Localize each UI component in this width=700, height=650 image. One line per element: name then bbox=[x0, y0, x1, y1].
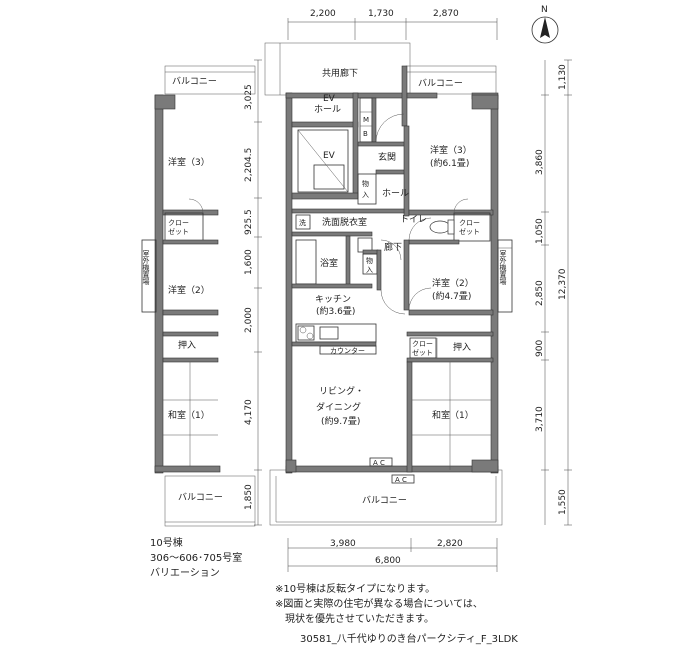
label-outdoor-unit: 室外機置場 bbox=[499, 249, 507, 286]
caption-line-1: 10号棟 bbox=[150, 538, 183, 549]
label-entrance: 玄関 bbox=[378, 151, 396, 163]
dim-bottom-2: 2,820 bbox=[437, 539, 463, 549]
variation-plan: バルコニー 洋室（3） クロー ゼット 室外機置場 洋室（2） 押入 和室（1）… bbox=[141, 65, 256, 527]
dim-right-2: 1,050 bbox=[535, 218, 545, 244]
label-toilet: トイレ bbox=[400, 215, 427, 225]
label-living-3: (約9.7畳) bbox=[321, 415, 360, 427]
room-labels: 共用廊下 EV ホール EV M B 玄関 物 入 ホール 洗 洗面脱衣室 トイ… bbox=[299, 67, 507, 506]
dim-right-outer-3: 1,550 bbox=[558, 489, 568, 515]
label-ev-hall-1: EV bbox=[323, 94, 336, 104]
var-label-balcony-top: バルコニー bbox=[172, 76, 217, 87]
label-washroom: 洗面脱衣室 bbox=[322, 216, 367, 228]
dimension-top: 2,200 1,730 2,870 bbox=[287, 9, 498, 40]
main-plan bbox=[264, 42, 513, 526]
dim-top-1: 2,200 bbox=[310, 9, 336, 19]
note-line-2: ※図面と実際の住宅が異なる場合については、 bbox=[275, 599, 483, 610]
label-mb-1: M bbox=[363, 116, 369, 124]
caption-line-3: バリエーション bbox=[150, 568, 220, 579]
label-ac-2: A C bbox=[395, 476, 407, 484]
label-storage-entry-1: 物 bbox=[362, 179, 369, 188]
var-label-room2: 洋室（2） bbox=[168, 284, 210, 296]
label-living-2: ダイニング bbox=[316, 401, 361, 413]
dim-right-5: 3,710 bbox=[535, 406, 545, 432]
label-ev: EV bbox=[323, 151, 336, 161]
label-living-1: リビング・ bbox=[319, 385, 364, 397]
dim-left-4: 1,600 bbox=[244, 249, 254, 275]
label-corridor2: 廊下 bbox=[384, 241, 402, 253]
label-kitchen: キッチン bbox=[315, 294, 351, 305]
compass-label: N bbox=[541, 5, 548, 15]
dim-left-6: 4,170 bbox=[244, 399, 254, 425]
label-ev-hall-2: ホール bbox=[314, 104, 341, 115]
label-wash-mark: 洗 bbox=[299, 218, 306, 227]
dim-right-1: 3,860 bbox=[535, 149, 545, 175]
label-counter: カウンター bbox=[330, 346, 365, 355]
dim-bottom-total: 6,800 bbox=[375, 556, 401, 566]
label-balcony-top: バルコニー bbox=[418, 78, 463, 89]
label-room3-size: (約6.1畳) bbox=[430, 157, 469, 169]
dim-left-7: 1,850 bbox=[244, 484, 254, 510]
dim-right-outer-1: 1,130 bbox=[558, 64, 568, 90]
dim-bottom-1: 3,980 bbox=[330, 539, 356, 549]
label-closet3-2: ゼット bbox=[459, 227, 480, 236]
var-label-oshiire: 押入 bbox=[178, 339, 196, 351]
label-oshiire: 押入 bbox=[453, 341, 471, 353]
dimension-bottom: 3,980 2,820 6,800 bbox=[287, 538, 498, 572]
label-closet3-1: クロー bbox=[459, 219, 480, 227]
label-storage-bath-1: 物 bbox=[366, 256, 373, 265]
label-room3: 洋室（3） bbox=[430, 144, 472, 156]
var-label-closet-1: クロー bbox=[168, 219, 189, 227]
caption-line-2: 306～606･705号室 bbox=[150, 553, 243, 564]
label-mb-2: B bbox=[363, 130, 368, 138]
dim-right-4: 900 bbox=[535, 340, 545, 357]
label-balcony-bottom: バルコニー bbox=[362, 495, 407, 506]
var-label-washitsu1: 和室（1） bbox=[168, 409, 210, 421]
label-storage-bath-2: 入 bbox=[366, 266, 373, 274]
dimension-right: 3,860 1,050 2,850 900 3,710 1,130 12,370… bbox=[535, 59, 572, 526]
var-label-room3: 洋室（3） bbox=[168, 156, 210, 168]
variation-caption: 10号棟 306～606･705号室 バリエーション bbox=[150, 536, 242, 581]
dim-left-1: 3,025 bbox=[244, 84, 254, 110]
footer-code: 30581_八千代ゆりのき台パークシティ_F_3LDK bbox=[300, 634, 518, 645]
dim-left-5: 2,000 bbox=[244, 307, 254, 333]
dim-left-2: 2,204.5 bbox=[244, 148, 254, 182]
var-label-closet-2: ゼット bbox=[168, 227, 189, 236]
label-bath: 浴室 bbox=[320, 257, 338, 269]
label-hall: ホール bbox=[382, 188, 409, 199]
dimension-left: 3,025 2,204.5 925.5 1,600 2,000 4,170 1,… bbox=[244, 59, 262, 526]
north-compass-icon: N bbox=[531, 5, 559, 44]
label-closet2-2: ゼット bbox=[412, 348, 433, 357]
dim-top-2: 1,730 bbox=[368, 9, 394, 19]
label-corridor: 共用廊下 bbox=[322, 67, 358, 79]
label-kitchen-size: (約3.6畳) bbox=[316, 305, 355, 317]
dim-right-3: 2,850 bbox=[535, 280, 545, 306]
note-line-3: 現状を優先させていただきます。 bbox=[275, 614, 434, 625]
label-washitsu1: 和室（1） bbox=[432, 409, 474, 421]
label-storage-entry-2: 入 bbox=[362, 191, 369, 199]
note-line-1: ※10号棟は反転タイプになります。 bbox=[275, 584, 436, 595]
dim-top-3: 2,870 bbox=[433, 9, 459, 19]
label-room2: 洋室（2） bbox=[432, 277, 474, 289]
var-label-balcony-bottom: バルコニー bbox=[178, 492, 223, 503]
dim-left-3: 925.5 bbox=[244, 209, 254, 235]
label-ac-1: A C bbox=[373, 459, 385, 467]
label-room2-size: (約4.7畳) bbox=[432, 290, 471, 302]
notes: ※10号棟は反転タイプになります。 ※図面と実際の住宅が異なる場合については、 … bbox=[275, 582, 483, 627]
label-closet2-1: クロー bbox=[412, 340, 433, 348]
var-label-outdoor-unit: 室外機置場 bbox=[142, 249, 150, 286]
dim-right-outer-2: 12,370 bbox=[558, 268, 568, 300]
